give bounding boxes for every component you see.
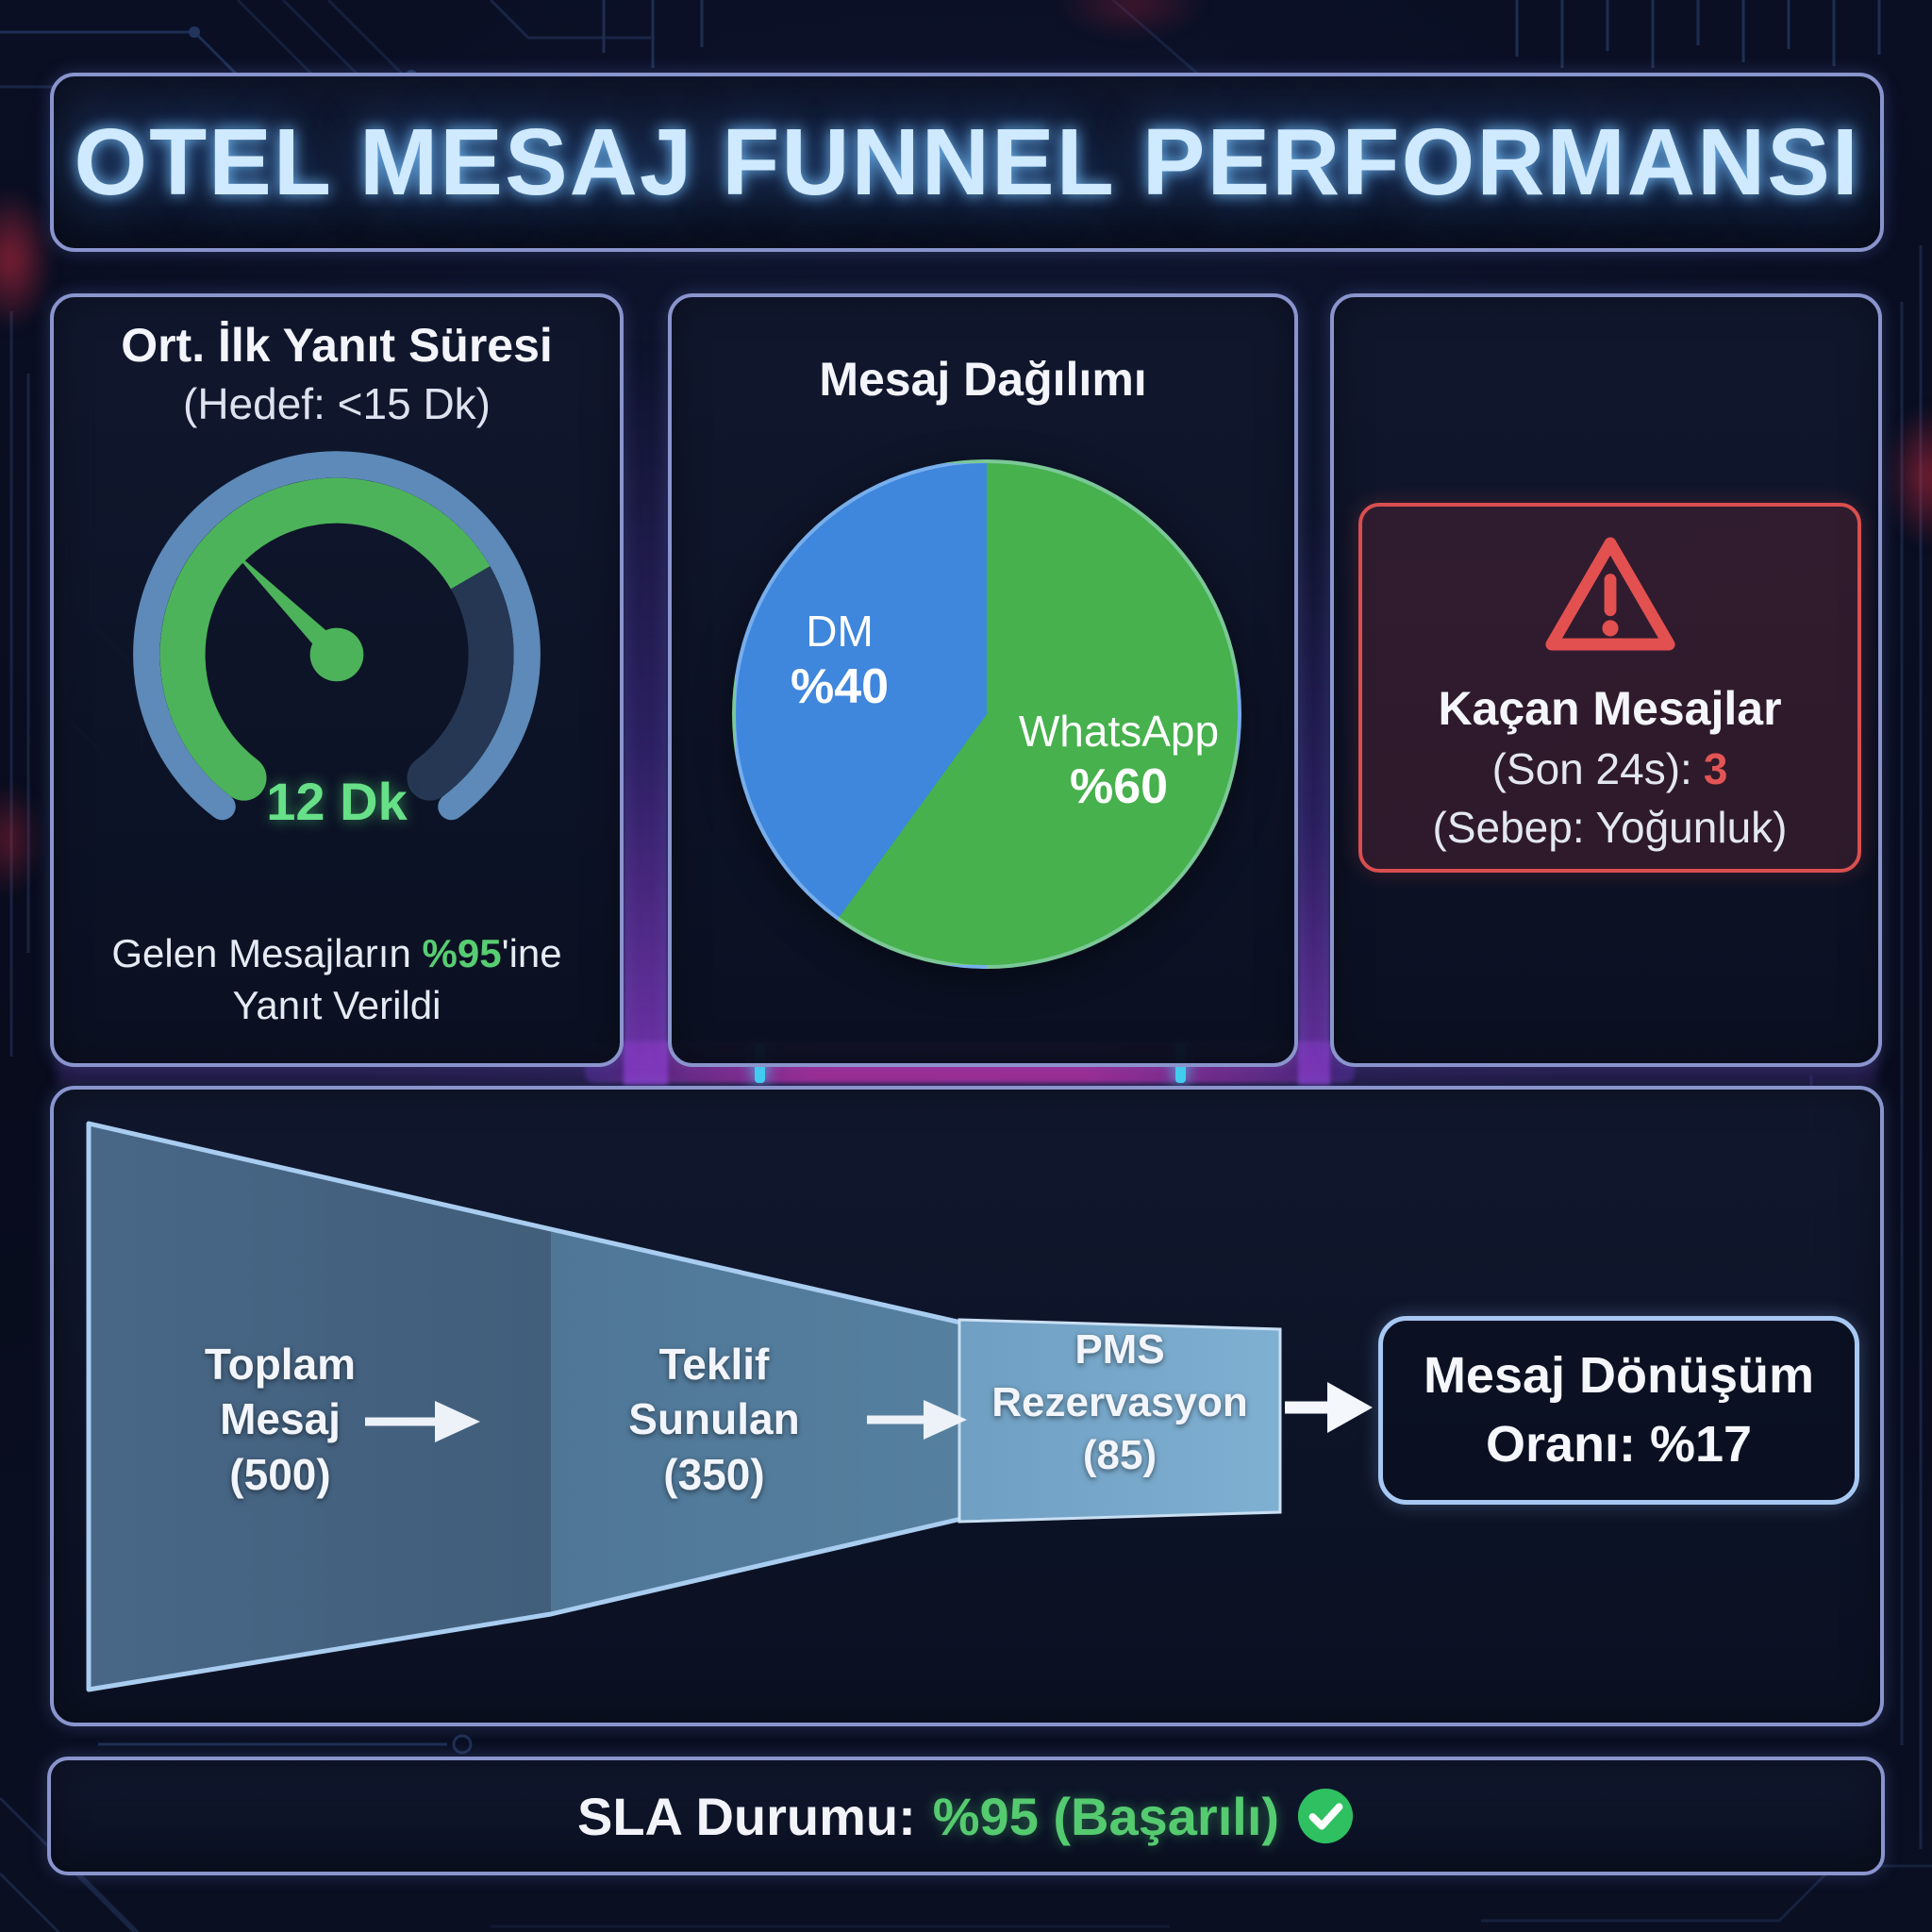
- pie-chart: DM %40 WhatsApp %60: [732, 459, 1241, 969]
- check-circle-icon: [1297, 1788, 1354, 1844]
- missed-messages-panel: Kaçan Mesajlar (Son 24s):3 (Sebep: Yoğun…: [1330, 293, 1882, 1067]
- warning-triangle-icon: [1544, 537, 1675, 651]
- sla-status-bar: SLA Durumu: %95 (Başarılı): [47, 1757, 1885, 1875]
- answered-rate-note: Gelen Mesajların %95'ine Yanıt Verildi: [54, 927, 620, 1032]
- response-time-title: Ort. İlk Yanıt Süresi: [121, 319, 553, 372]
- pie-slice-label-dm: DM %40: [790, 607, 890, 715]
- conversion-line1: Mesaj Dönüşüm: [1423, 1347, 1815, 1405]
- distribution-title: Mesaj Dağılımı: [819, 353, 1147, 406]
- page-title: OTEL MESAJ FUNNEL PERFORMANSI: [74, 108, 1860, 215]
- arrow-right-icon: [365, 1401, 480, 1442]
- missed-count: 3: [1703, 744, 1728, 793]
- header-panel: OTEL MESAJ FUNNEL PERFORMANSI: [50, 73, 1884, 252]
- response-time-panel: Ort. İlk Yanıt Süresi (Hedef: <15 Dk) 12…: [50, 293, 624, 1067]
- sla-label: SLA Durumu:: [576, 1786, 916, 1846]
- gauge-icon: [133, 451, 541, 821]
- note-mid: 'ine: [501, 931, 562, 975]
- funnel-stage-offers: Teklif Sunulan (350): [628, 1340, 800, 1499]
- arrow-right-icon: [1285, 1382, 1373, 1433]
- funnel-panel: Toplam Mesaj (500) Teklif Sunulan (350) …: [50, 1086, 1884, 1726]
- distribution-panel: Mesaj Dağılımı DM %40 WhatsApp %60: [668, 293, 1298, 1067]
- arrow-right-icon: [867, 1400, 967, 1440]
- sla-value: %95 (Başarılı): [932, 1786, 1280, 1846]
- funnel-stage-total: Toplam Mesaj (500): [204, 1340, 357, 1499]
- conversion-result-box: Mesaj Dönüşüm Oranı: %17: [1378, 1316, 1859, 1505]
- missed-reason: (Sebep: Yoğunluk): [1432, 803, 1788, 852]
- funnel-stage-pms: PMS Rezervasyon (85): [991, 1326, 1248, 1478]
- note-prefix: Gelen Mesajların: [111, 931, 423, 975]
- conversion-line2: Oranı: %17: [1485, 1416, 1753, 1473]
- gauge-value: 12 Dk: [266, 772, 408, 831]
- pie-slice-label-whatsapp: WhatsApp %60: [1018, 707, 1220, 815]
- response-time-target: (Hedef: <15 Dk): [183, 379, 491, 428]
- note-line2: Yanıt Verildi: [232, 983, 441, 1028]
- gauge-chart: 12 Dk: [110, 439, 563, 863]
- missed-title: Kaçan Mesajlar: [1438, 682, 1782, 735]
- missed-window: (Son 24s):3: [1491, 744, 1728, 793]
- funnel-chart: [86, 1121, 1373, 1692]
- note-highlight: %95: [422, 931, 502, 975]
- alert-box: Kaçan Mesajlar (Son 24s):3 (Sebep: Yoğun…: [1358, 503, 1861, 873]
